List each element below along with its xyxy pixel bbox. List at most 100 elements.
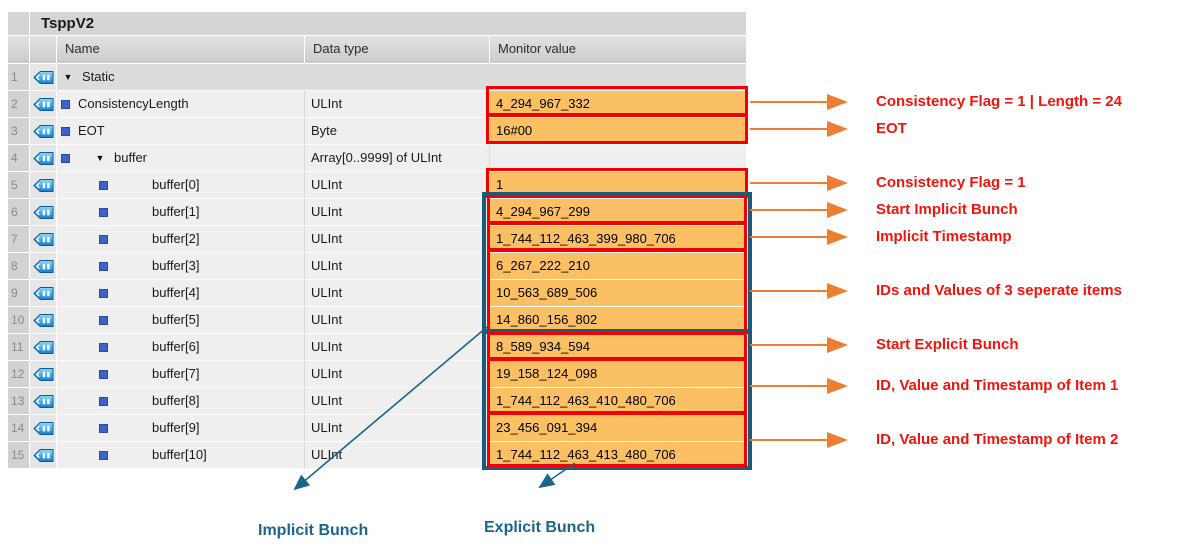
table-row[interactable]: 14 ▼ buffer[9] ULInt 23_456_091_394 (8, 415, 746, 442)
blue-square-icon (61, 153, 70, 163)
row-datatype[interactable]: ULInt (305, 226, 490, 253)
table-row[interactable]: 8 ▼ buffer[3] ULInt 6_267_222_210 (8, 253, 746, 280)
row-datatype[interactable]: Byte (305, 118, 490, 145)
row-name: buffer[3] (152, 258, 200, 273)
row-number: 4 (8, 145, 30, 172)
db-tag-icon (30, 442, 57, 469)
blue-square-icon (61, 126, 70, 136)
row-datatype[interactable] (305, 64, 490, 91)
name-cell[interactable]: ▼ buffer[7] (57, 361, 305, 388)
row-name: ConsistencyLength (78, 96, 189, 111)
name-cell[interactable]: ▼ buffer (57, 145, 305, 172)
name-cell[interactable]: ▼ ConsistencyLength (57, 91, 305, 118)
column-header-datatype[interactable]: Data type (305, 36, 490, 63)
table-row[interactable]: 4 ▼ buffer Array[0..9999] of ULInt (8, 145, 746, 172)
row-name: buffer[7] (152, 366, 200, 381)
monitor-value-cell[interactable]: 23_456_091_394 (490, 415, 746, 442)
monitor-value-cell[interactable]: 4_294_967_332 (490, 91, 746, 118)
table-row[interactable]: 3 ▼ EOT Byte 16#00 (8, 118, 746, 145)
row-number: 14 (8, 415, 30, 442)
table-row[interactable]: 6 ▼ buffer[1] ULInt 4_294_967_299 (8, 199, 746, 226)
db-tag-icon (30, 253, 57, 280)
row-datatype[interactable]: ULInt (305, 280, 490, 307)
column-header-name[interactable]: Name (57, 36, 305, 63)
monitor-value-cell[interactable]: 19_158_124_098 (490, 361, 746, 388)
row-datatype[interactable]: ULInt (305, 172, 490, 199)
table-row[interactable]: 13 ▼ buffer[8] ULInt 1_744_112_463_410_4… (8, 388, 746, 415)
monitor-value-cell[interactable]: 1_744_112_463_410_480_706 (490, 388, 746, 415)
monitor-value-cell[interactable]: 8_589_934_594 (490, 334, 746, 361)
monitor-value-cell[interactable]: 16#00 (490, 118, 746, 145)
name-cell[interactable]: ▼ buffer[0] (57, 172, 305, 199)
monitor-value-cell[interactable]: 1 (490, 172, 746, 199)
name-cell[interactable]: ▼ buffer[4] (57, 280, 305, 307)
name-cell[interactable]: ▼ buffer[8] (57, 388, 305, 415)
row-datatype[interactable]: ULInt (305, 442, 490, 469)
orange-arrow (748, 94, 848, 110)
table-row[interactable]: 10 ▼ buffer[5] ULInt 14_860_156_802 (8, 307, 746, 334)
implicit-bunch-label: Implicit Bunch (258, 522, 369, 539)
page-title: TsppV2 (41, 15, 95, 32)
row-datatype[interactable]: ULInt (305, 307, 490, 334)
db-tag-glyph (32, 151, 54, 165)
table-row[interactable]: 11 ▼ buffer[6] ULInt 8_589_934_594 (8, 334, 746, 361)
monitor-value-cell[interactable]: 10_563_689_506 (490, 280, 746, 307)
db-tag-glyph (32, 286, 54, 300)
column-header-monitor-value[interactable]: Monitor value (498, 41, 577, 56)
name-cell[interactable]: ▼ buffer[10] (57, 442, 305, 469)
monitor-value-cell[interactable]: 1_744_112_463_413_480_706 (490, 442, 746, 469)
name-cell[interactable]: ▼ buffer[6] (57, 334, 305, 361)
db-tag-icon (30, 415, 57, 442)
row-number: 8 (8, 253, 30, 280)
monitor-value-cell[interactable]: 6_267_222_210 (490, 253, 746, 280)
row-datatype[interactable]: ULInt (305, 199, 490, 226)
orange-arrow (748, 378, 848, 394)
blue-square-icon (99, 234, 108, 244)
row-number: 6 (8, 199, 30, 226)
row-datatype[interactable]: Array[0..9999] of ULInt (305, 145, 490, 172)
db-watch-table: TsppV2 Name Data type Monitor value 1 ▼ (8, 12, 746, 469)
row-name: buffer[5] (152, 312, 200, 327)
name-cell[interactable]: ▼ buffer[9] (57, 415, 305, 442)
table-row[interactable]: 1 ▼ Static (8, 64, 746, 91)
row-name: buffer[6] (152, 339, 200, 354)
row-datatype[interactable]: ULInt (305, 388, 490, 415)
monitor-value-cell[interactable] (490, 64, 746, 91)
db-tag-icon (30, 118, 57, 145)
table-row[interactable]: 15 ▼ buffer[10] ULInt 1_744_112_463_413_… (8, 442, 746, 469)
name-cell[interactable]: ▼ buffer[3] (57, 253, 305, 280)
db-tag-icon (30, 145, 57, 172)
orange-arrow (748, 432, 848, 448)
annotation-three-items: IDs and Values of 3 seperate items (876, 282, 1122, 299)
row-value: 14_860_156_802 (496, 312, 598, 327)
table-row[interactable]: 12 ▼ buffer[7] ULInt 19_158_124_098 (8, 361, 746, 388)
row-datatype[interactable]: ULInt (305, 415, 490, 442)
triangle-down-icon[interactable]: ▼ (63, 72, 73, 82)
row-datatype[interactable]: ULInt (305, 253, 490, 280)
row-datatype[interactable]: ULInt (305, 334, 490, 361)
row-datatype[interactable]: ULInt (305, 91, 490, 118)
name-cell[interactable]: ▼ buffer[5] (57, 307, 305, 334)
table-row[interactable]: 7 ▼ buffer[2] ULInt 1_744_112_463_399_98… (8, 226, 746, 253)
name-cell[interactable]: ▼ EOT (57, 118, 305, 145)
name-cell[interactable]: ▼ buffer[2] (57, 226, 305, 253)
row-name: buffer[4] (152, 285, 200, 300)
table-row[interactable]: 2 ▼ ConsistencyLength ULInt 4_294_967_33… (8, 91, 746, 118)
name-cell[interactable]: ▼ buffer[1] (57, 199, 305, 226)
monitor-value-cell[interactable]: 14_860_156_802 (490, 307, 746, 334)
monitor-value-cell[interactable] (490, 145, 746, 172)
row-datatype[interactable]: ULInt (305, 361, 490, 388)
blue-square-icon (99, 342, 108, 352)
triangle-down-icon[interactable]: ▼ (95, 153, 105, 163)
table-row[interactable]: 9 ▼ buffer[4] ULInt 10_563_689_506 (8, 280, 746, 307)
orange-arrow (748, 175, 848, 191)
monitor-value-cell[interactable]: 1_744_112_463_399_980_706 (490, 226, 746, 253)
name-cell[interactable]: ▼ Static (57, 64, 305, 91)
blue-square-icon (99, 450, 108, 460)
table-row[interactable]: 5 ▼ buffer[0] ULInt 1 (8, 172, 746, 199)
row-number: 9 (8, 280, 30, 307)
monitor-value-cell[interactable]: 4_294_967_299 (490, 199, 746, 226)
row-number: 12 (8, 361, 30, 388)
annotation-item2: ID, Value and Timestamp of Item 2 (876, 431, 1119, 448)
